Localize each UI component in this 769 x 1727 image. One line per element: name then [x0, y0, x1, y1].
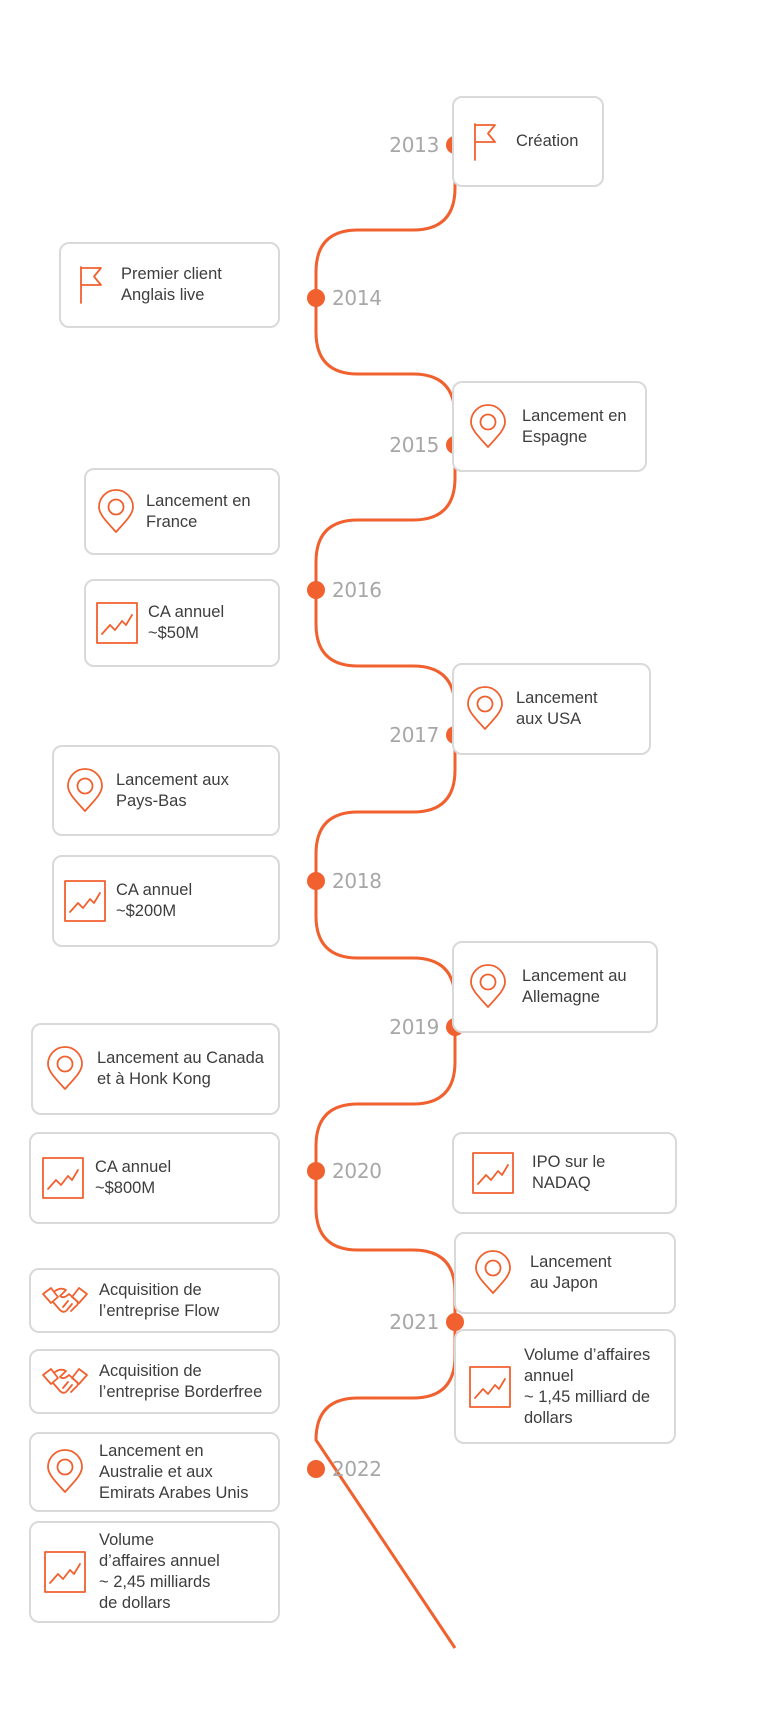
growth-chart-icon [31, 1156, 95, 1200]
year-label: 2014 [332, 286, 382, 310]
milestone-label: CA annuel ~$200M [116, 881, 193, 920]
year-label: 2015 [389, 433, 439, 457]
year-dot [307, 581, 325, 599]
milestone-card: Volume d’affaires annuel ~ 2,45 milliard… [29, 1521, 280, 1623]
milestone-label: CA annuel ~$50M [148, 603, 225, 642]
year-label: 2017 [389, 723, 439, 747]
location-pin-icon [454, 686, 516, 732]
milestone-card: CA annuel ~$800M [29, 1132, 280, 1224]
year-label: 2018 [332, 869, 382, 893]
milestone-card: Premier client Anglais live [59, 242, 280, 328]
milestone-label: Lancement en Espagne [522, 406, 627, 446]
milestone-card: Lancement au Canada et à Honk Kong [31, 1023, 280, 1115]
year-label: 2021 [389, 1310, 439, 1334]
flag-icon [454, 120, 516, 164]
milestone-card: Lancement au Japon [454, 1232, 676, 1314]
milestone-card: CA annuel ~$50M [84, 579, 280, 667]
year-label: 2020 [332, 1159, 382, 1183]
year-dot [307, 1460, 325, 1478]
location-pin-icon [454, 964, 522, 1010]
timeline-line [314, 145, 457, 1649]
location-pin-icon [454, 403, 522, 450]
growth-chart-icon [454, 1151, 532, 1195]
milestone-label: Lancement au Japon [530, 1253, 612, 1292]
milestone-label: Volume d’affaires annuel ~ 2,45 milliard… [99, 1531, 220, 1612]
flag-icon [61, 263, 121, 307]
milestone-label: Premier client Anglais live [121, 265, 222, 304]
handshake-icon [31, 1364, 99, 1400]
handshake-icon [31, 1283, 99, 1319]
growth-chart-icon [86, 601, 148, 645]
growth-chart-icon [54, 879, 116, 923]
milestone-card: Lancement en Espagne [452, 381, 647, 472]
milestone-label: Lancement en Australie et aux Emirats Ar… [99, 1441, 249, 1502]
milestone-label: IPO sur le NADAQ [532, 1153, 606, 1192]
year-dot [446, 1313, 464, 1331]
milestone-card: Création [452, 96, 604, 187]
growth-chart-icon [31, 1550, 99, 1594]
year-label: 2022 [332, 1457, 382, 1481]
milestone-card: Acquisition de l’entreprise Borderfree [29, 1349, 280, 1414]
milestone-label: Lancement au Canada et à Honk Kong [97, 1049, 264, 1088]
year-label: 2019 [389, 1015, 439, 1039]
milestone-card: IPO sur le NADAQ [452, 1132, 677, 1214]
year-label: 2016 [332, 578, 382, 602]
milestone-label: Acquisition de l’entreprise Flow [99, 1280, 220, 1320]
year-label: 2013 [389, 133, 439, 157]
location-pin-icon [86, 488, 146, 535]
location-pin-icon [31, 1449, 99, 1495]
milestone-label: Lancement aux USA [516, 689, 598, 728]
milestone-card: Lancement aux Pays-Bas [52, 745, 280, 836]
milestone-card: Volume d’affaires annuel ~ 1,45 milliard… [454, 1329, 676, 1444]
milestone-card: Lancement en France [84, 468, 280, 555]
milestone-card: Lancement en Australie et aux Emirats Ar… [29, 1432, 280, 1512]
milestone-card: Lancement au Allemagne [452, 941, 658, 1033]
year-dot [307, 1162, 325, 1180]
milestone-label: Volume d’affaires annuel ~ 1,45 milliard… [524, 1345, 651, 1427]
location-pin-icon [54, 767, 116, 814]
milestone-label: Lancement en France [146, 491, 251, 531]
milestone-card: CA annuel ~$200M [52, 855, 280, 947]
growth-chart-icon [456, 1365, 524, 1409]
milestone-label: Lancement aux Pays-Bas [116, 770, 229, 810]
milestone-label: Création [516, 132, 579, 150]
milestone-label: CA annuel ~$800M [95, 1158, 172, 1197]
milestone-label: Lancement au Allemagne [522, 967, 627, 1006]
milestone-label: Acquisition de l’entreprise Borderfree [99, 1361, 263, 1401]
milestone-card: Lancement aux USA [452, 663, 651, 755]
milestone-card: Acquisition de l’entreprise Flow [29, 1268, 280, 1333]
year-dot [307, 289, 325, 307]
location-pin-icon [456, 1250, 530, 1296]
year-dot [307, 872, 325, 890]
location-pin-icon [33, 1046, 97, 1092]
